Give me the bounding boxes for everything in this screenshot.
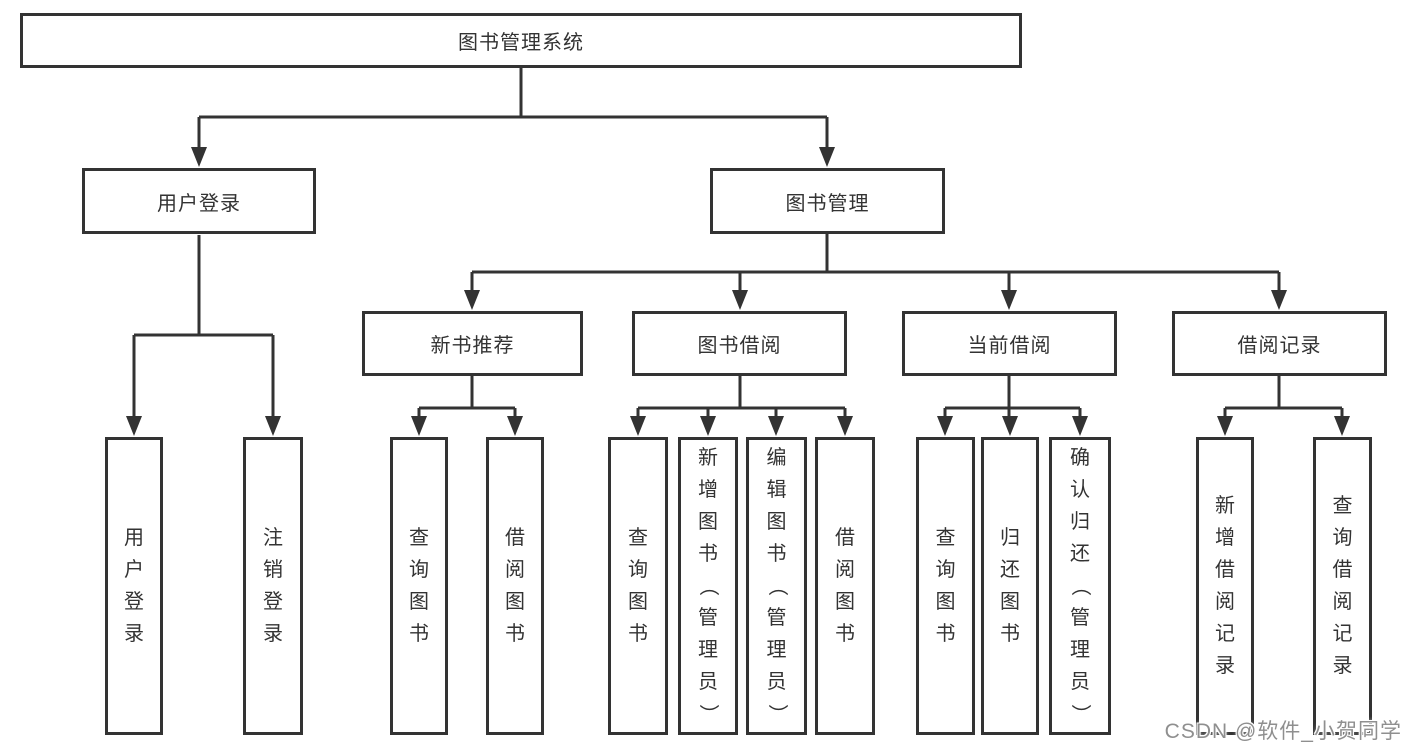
node-book-borrowing: 图书借阅	[632, 311, 847, 376]
leaf-add-books-admin: 新增图书（管理员）	[678, 437, 738, 735]
node-current-borrowing: 当前借阅	[902, 311, 1117, 376]
node-label: 查询图书	[409, 527, 429, 645]
node-label: 图书管理系统	[458, 32, 584, 54]
leaf-borrow-books-recommend: 借阅图书	[486, 437, 544, 735]
node-label: 图书借阅	[697, 335, 782, 357]
node-label: 查询借阅记录	[1332, 495, 1353, 677]
node-label: 注销登录	[263, 527, 283, 645]
node-label: 借阅记录	[1237, 335, 1322, 357]
leaf-user-login: 用户登录	[105, 437, 163, 735]
node-label: 归还图书	[1000, 527, 1020, 645]
node-book-management-system: 图书管理系统	[20, 13, 1022, 68]
node-borrowing-records: 借阅记录	[1172, 311, 1387, 376]
node-label: 新增图书（管理员）	[697, 447, 719, 724]
leaf-query-books-recommend: 查询图书	[390, 437, 448, 735]
leaf-borrow-books-borrowing: 借阅图书	[815, 437, 875, 735]
leaf-edit-books-admin: 编辑图书（管理员）	[746, 437, 807, 735]
leaf-return-books: 归还图书	[981, 437, 1039, 735]
tree-connectors	[132, 68, 1344, 419]
node-label: 新书推荐	[430, 335, 515, 357]
leaf-add-borrow-record: 新增借阅记录	[1196, 437, 1254, 735]
node-label: 图书管理	[785, 192, 870, 215]
node-label: 借阅图书	[505, 527, 525, 645]
node-label: 借阅图书	[835, 527, 855, 645]
leaf-logout: 注销登录	[243, 437, 303, 735]
node-label: 查询图书	[935, 527, 956, 645]
node-label: 用户登录	[124, 527, 144, 645]
node-label: 当前借阅	[967, 335, 1052, 357]
node-book-management: 图书管理	[710, 168, 945, 234]
node-user-login: 用户登录	[82, 168, 316, 234]
node-label: 用户登录	[157, 192, 241, 215]
leaf-query-books-current: 查询图书	[916, 437, 975, 735]
leaf-query-borrow-record: 查询借阅记录	[1313, 437, 1372, 735]
csdn-watermark: CSDN @软件_小贺同学	[1164, 720, 1402, 743]
node-label: 确认归还（管理员）	[1069, 447, 1091, 724]
node-new-book-recommend: 新书推荐	[362, 311, 583, 376]
node-label: 编辑图书（管理员）	[765, 447, 788, 724]
arrow-down-icons	[126, 147, 1350, 436]
node-label: 查询图书	[628, 527, 648, 645]
leaf-confirm-return-admin: 确认归还（管理员）	[1049, 437, 1111, 735]
leaf-query-books-borrowing: 查询图书	[608, 437, 668, 735]
node-label: 新增借阅记录	[1215, 495, 1235, 677]
